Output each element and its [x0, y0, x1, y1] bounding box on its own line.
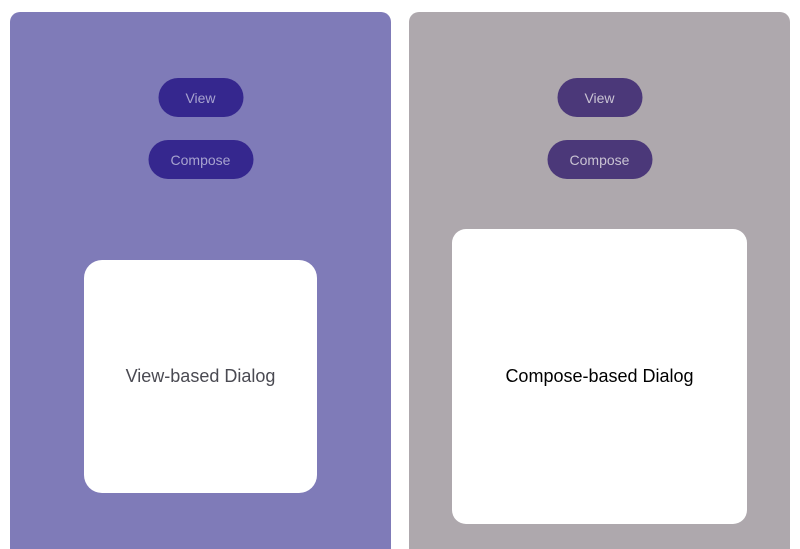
view-based-dialog: View-based Dialog — [84, 260, 317, 493]
view-button[interactable]: View — [158, 78, 243, 117]
compose-based-screen: View Compose Compose-based Dialog — [409, 12, 790, 549]
compose-button[interactable]: Compose — [547, 140, 652, 179]
compose-button[interactable]: Compose — [148, 140, 253, 179]
compose-based-dialog: Compose-based Dialog — [452, 229, 747, 524]
dialog-message: View-based Dialog — [125, 366, 276, 386]
dialog-message: Compose-based Dialog — [505, 366, 694, 386]
view-button[interactable]: View — [557, 78, 642, 117]
view-based-screen: View Compose View-based Dialog — [10, 12, 391, 549]
